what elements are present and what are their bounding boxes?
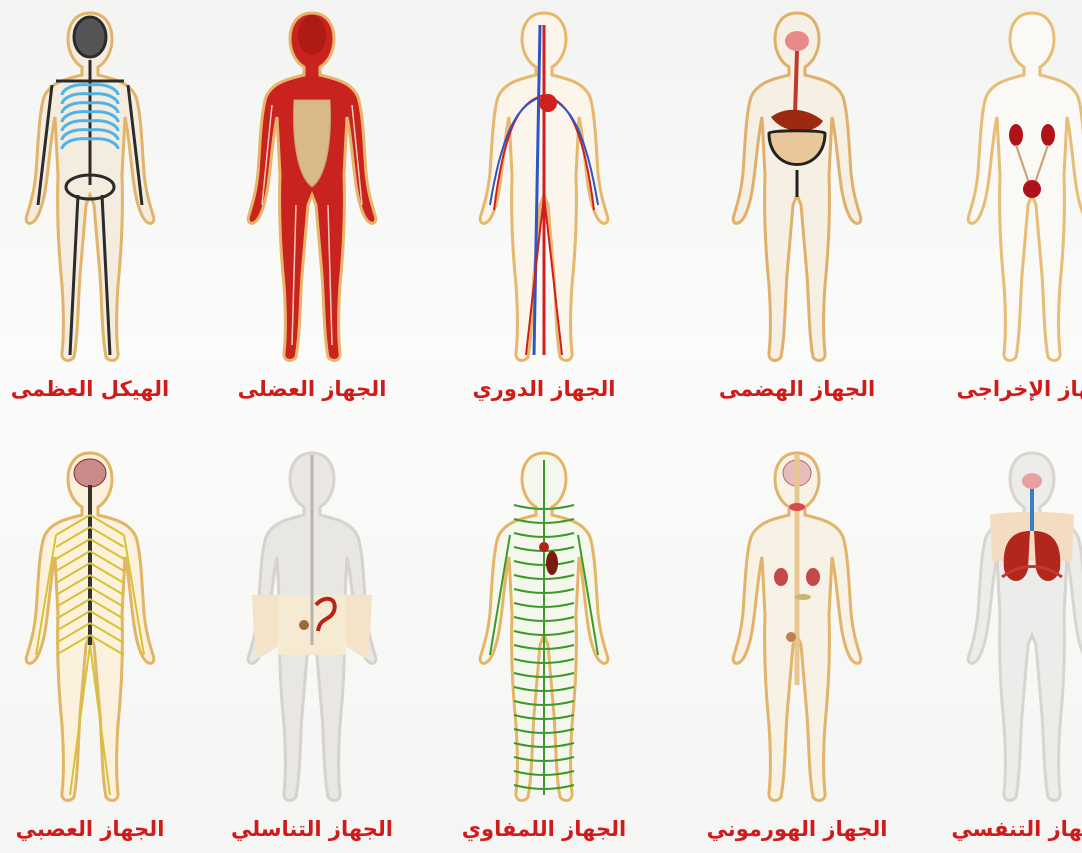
system-label: الهيكل العظمى [0, 377, 190, 401]
respiratory-system-figure [932, 445, 1082, 815]
digestive-system-figure [697, 5, 897, 375]
muscular-system-figure [212, 5, 412, 375]
nervous-system-figure [0, 445, 190, 815]
system-label: الجهاز الدوري [444, 377, 644, 401]
system-label: الجهاز الهورموني [697, 817, 897, 841]
system-label: جهاز الإخراجى [932, 377, 1082, 401]
excretory-system-figure [932, 5, 1082, 375]
system-label: الجهاز الهضمى [697, 377, 897, 401]
lymphatic-system-figure [444, 445, 644, 815]
system-label: الجهاز التناسلي [212, 817, 412, 841]
system-label: الجهاز العصبي [0, 817, 190, 841]
reproductive-system-figure [212, 445, 412, 815]
system-label: الجهاز التنفسي [932, 817, 1082, 841]
system-label: الجهاز اللمفاوي [444, 817, 644, 841]
system-label: الجهاز العضلى [212, 377, 412, 401]
skeletal-system-figure [0, 5, 190, 375]
circulatory-system-figure [444, 5, 644, 375]
endocrine-system-figure [697, 445, 897, 815]
